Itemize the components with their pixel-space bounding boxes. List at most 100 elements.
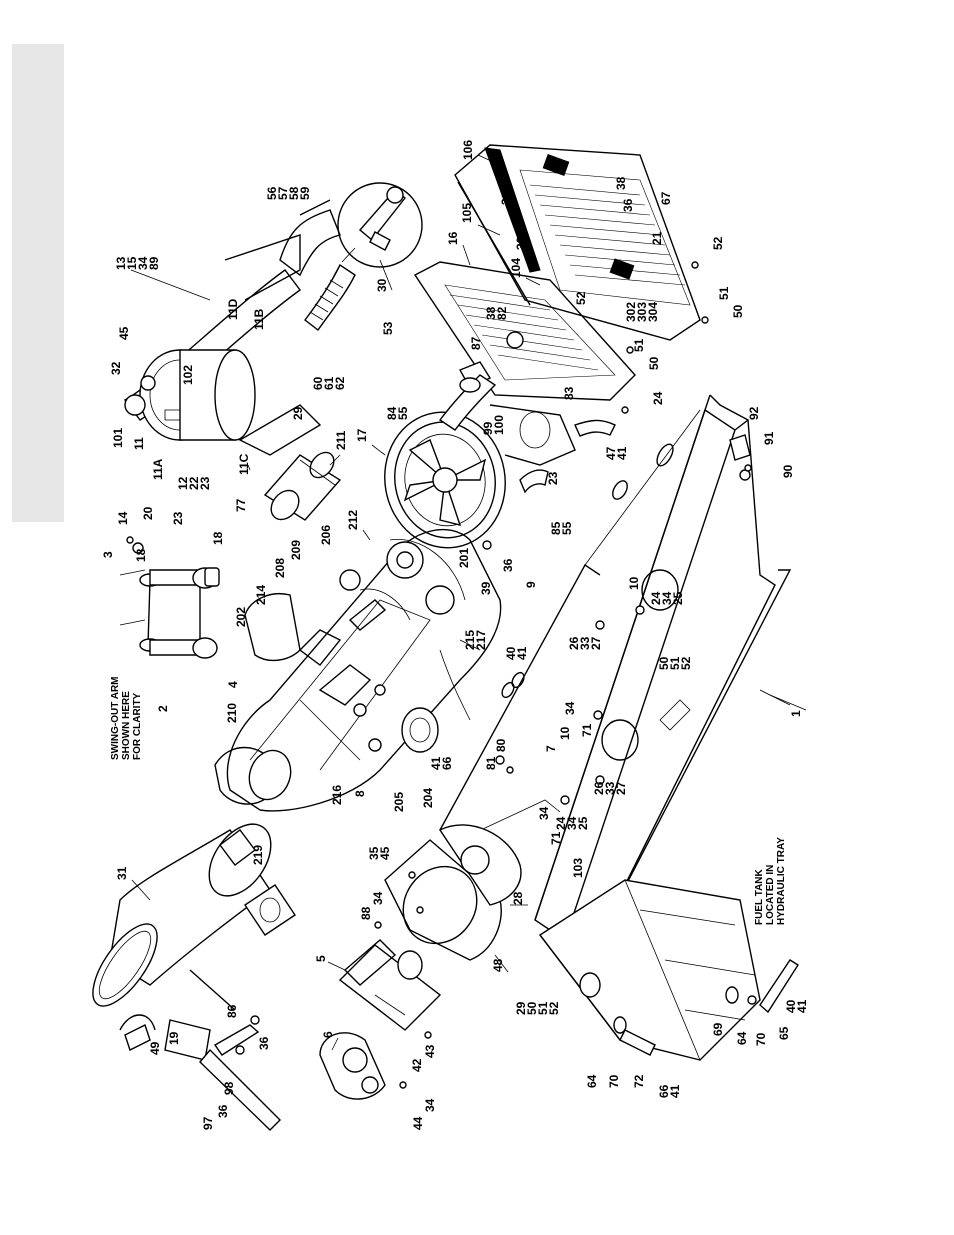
callout-29-50-51-52: 29505152 xyxy=(514,1001,561,1015)
callout-51b: 51 xyxy=(632,338,646,352)
callout-17: 17 xyxy=(355,428,369,442)
callout-13: 13153489 xyxy=(114,256,161,270)
callout-19: 19 xyxy=(167,1031,181,1045)
callout-209: 209 xyxy=(289,540,303,560)
callout-36: 36 xyxy=(621,198,635,212)
callout-7: 7 xyxy=(544,745,558,752)
air-cleaner-assembly xyxy=(123,182,423,456)
callout-103: 103 xyxy=(571,858,585,878)
callout-36c: 36 xyxy=(257,1036,271,1050)
callout-71b: 71 xyxy=(549,831,563,845)
callout-36d: 36 xyxy=(216,1104,230,1118)
callout-219: 219 xyxy=(251,845,265,865)
callout-29: 29 xyxy=(291,406,305,420)
callout-38-82: 3882 xyxy=(484,306,509,320)
callout-80: 80 xyxy=(494,738,508,752)
callout-83: 83 xyxy=(562,386,576,400)
callout-104: 104 xyxy=(509,258,523,278)
callout-34b: 34 xyxy=(537,806,551,820)
callout-2: 2 xyxy=(156,705,170,712)
callout-3: 3 xyxy=(101,551,115,558)
callout-211: 211 xyxy=(334,430,348,450)
callout-10b: 10 xyxy=(558,726,572,740)
callout-38: 38 xyxy=(614,176,628,190)
callout-42: 42 xyxy=(410,1058,424,1072)
callout-214: 214 xyxy=(254,585,268,605)
exhaust-brackets xyxy=(119,1014,281,1131)
callout-102: 102 xyxy=(181,365,195,385)
callout-50: 50 xyxy=(731,304,745,318)
callout-52b: 52 xyxy=(574,291,588,305)
callout-9: 9 xyxy=(524,581,538,588)
callout-50-51-52: 505152 xyxy=(657,656,693,670)
callout-43: 43 xyxy=(423,1044,437,1058)
callout-205: 205 xyxy=(392,792,406,812)
callout-60: 606162 xyxy=(311,376,347,390)
callout-50b: 50 xyxy=(647,356,661,370)
callout-24: 24 xyxy=(651,391,665,405)
callout-24-34-25: 243425 xyxy=(649,591,685,605)
muffler xyxy=(92,823,296,1011)
callout-72: 72 xyxy=(632,1074,646,1088)
callout-204: 204 xyxy=(421,788,435,808)
callout-31: 31 xyxy=(115,866,129,880)
swing-out-arm-note: SWING-OUT ARMSHOWN HEREFOR CLARITY xyxy=(110,676,143,760)
callout-56: 56575859 xyxy=(265,186,312,200)
callout-26-33-27b: 263327 xyxy=(592,781,628,795)
callout-216: 216 xyxy=(330,785,344,805)
callout-34d: 34 xyxy=(423,1098,437,1112)
callout-35-45: 3545 xyxy=(367,846,392,860)
callout-23b: 23 xyxy=(171,511,185,525)
callout-12: 122223 xyxy=(176,476,212,490)
callout-206: 206 xyxy=(319,525,333,545)
callout-215: 215217 xyxy=(463,630,488,650)
callout-51: 51 xyxy=(717,286,731,300)
callout-45: 45 xyxy=(117,326,131,340)
callout-212: 212 xyxy=(346,510,360,530)
callout-41-66: 4166 xyxy=(429,756,454,770)
callout-101: 101 xyxy=(111,428,125,448)
callout-65: 65 xyxy=(777,1026,791,1040)
callout-64: 64 xyxy=(585,1074,599,1088)
callout-26-33-27: 263327 xyxy=(567,636,603,650)
swing-out-arm xyxy=(119,536,220,659)
callout-64b: 64 xyxy=(735,1031,749,1045)
callout-87: 87 xyxy=(469,336,483,350)
fuel-tank-note: FUEL TANKLOCATED INHYDRAULIC TRAY xyxy=(754,837,787,925)
callout-16: 16 xyxy=(446,231,460,245)
callout-52: 52 xyxy=(711,236,725,250)
starter-motor xyxy=(263,451,342,521)
callout-53: 53 xyxy=(381,321,395,335)
callout-32: 32 xyxy=(109,361,123,375)
page-side-tab xyxy=(12,44,64,522)
callout-92: 92 xyxy=(747,406,761,420)
callout-39: 39 xyxy=(479,581,493,595)
callout-24-34-25b: 243425 xyxy=(554,816,590,830)
callout-49: 49 xyxy=(148,1041,162,1055)
callout-44: 44 xyxy=(411,1116,425,1130)
callout-302: 302303304 xyxy=(624,302,660,322)
callout-14: 14 xyxy=(116,511,130,525)
callout-70: 70 xyxy=(607,1074,621,1088)
callout-5: 5 xyxy=(314,955,328,962)
callout-10: 10 xyxy=(627,576,641,590)
callout-40-41: 4041 xyxy=(504,646,529,660)
callout-106: 106 xyxy=(461,140,475,160)
callout-91: 91 xyxy=(762,431,776,445)
callout-305: 305 xyxy=(499,185,513,205)
callout-18b: 18 xyxy=(211,531,225,545)
callout-34c: 34 xyxy=(371,891,385,905)
callout-labels: 106 305 38 36 67 21 52 105 301 16 104 30… xyxy=(101,140,809,1130)
hardware-fasteners xyxy=(374,261,752,1089)
hydraulic-pump-assembly xyxy=(319,824,522,1100)
radiator-assembly xyxy=(384,144,701,549)
callout-84: 8455 xyxy=(385,406,410,420)
callout-20: 20 xyxy=(141,506,155,520)
callout-48: 48 xyxy=(491,958,505,972)
callout-202: 202 xyxy=(234,607,248,627)
callout-11a: 11A xyxy=(151,458,165,480)
callout-98: 98 xyxy=(222,1081,236,1095)
callout-67: 67 xyxy=(659,191,673,205)
